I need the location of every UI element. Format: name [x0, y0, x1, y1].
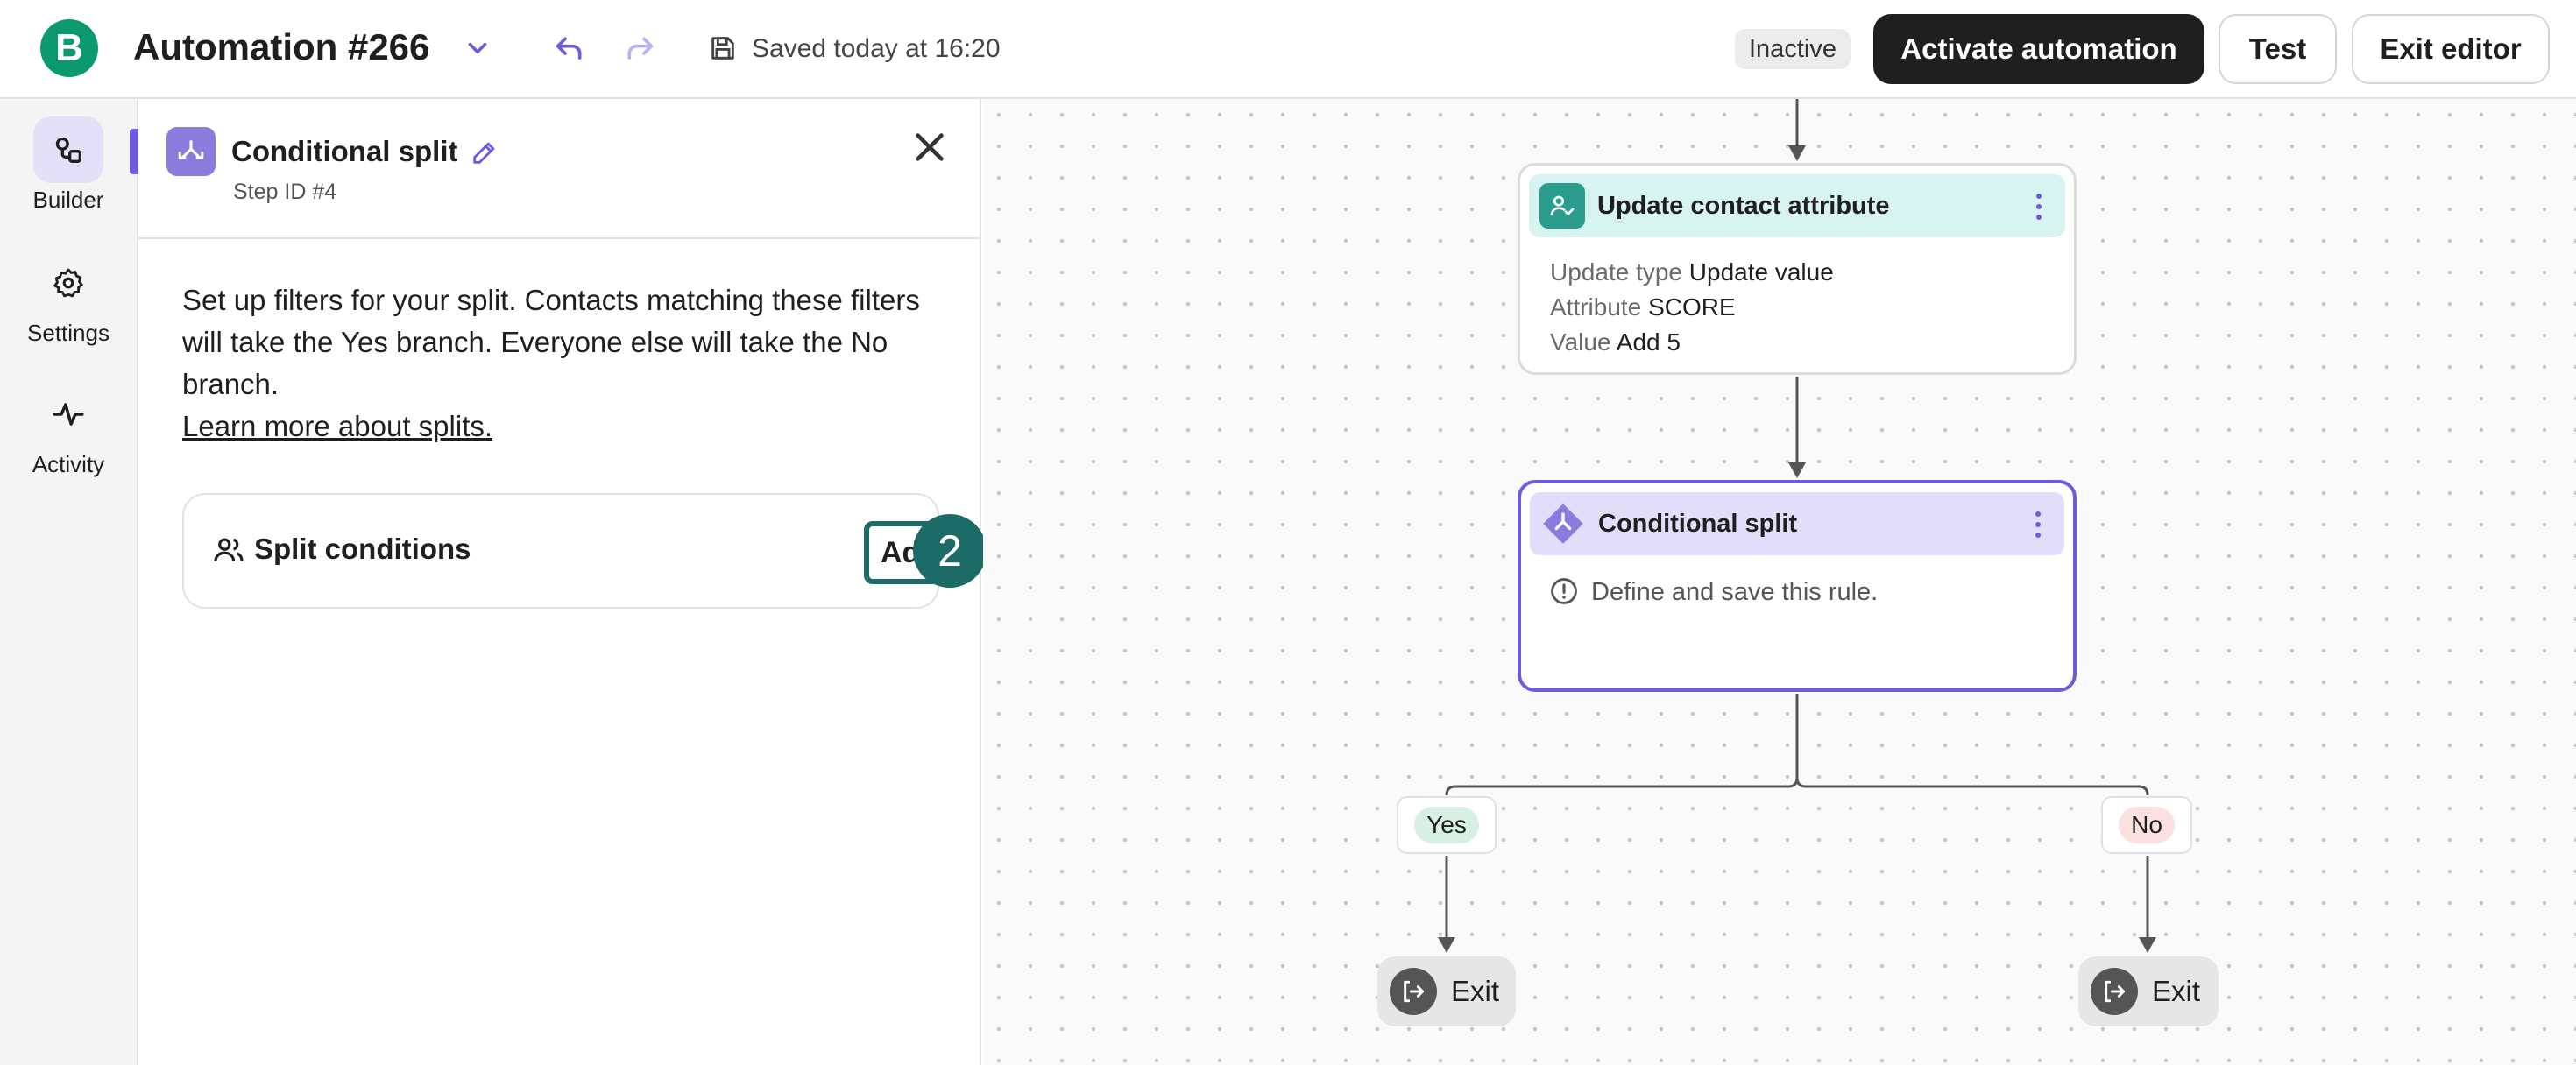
- panel-title: Conditional split: [231, 135, 458, 167]
- exit-icon: [2091, 968, 2138, 1015]
- builder-icon: [55, 137, 81, 163]
- attr-row: Value Add 5: [1550, 328, 1681, 356]
- more-vertical-icon[interactable]: [2033, 510, 2043, 540]
- sidebar-item-label: Activity: [32, 451, 105, 477]
- exit-icon: [1390, 968, 1437, 1015]
- attr-row: Attribute SCORE: [1550, 293, 1736, 321]
- automation-title[interactable]: Automation #266: [133, 26, 430, 67]
- brand-logo[interactable]: B: [40, 19, 98, 77]
- split-conditions-card: Split conditions Add: [182, 493, 955, 609]
- sidebar-item-builder[interactable]: Builder: [0, 116, 137, 214]
- activity-icon: [53, 403, 84, 426]
- test-button[interactable]: Test: [2219, 14, 2337, 84]
- branch-yes-label: Yes: [1414, 807, 1479, 843]
- sidebar: Builder Settings Activity: [0, 99, 138, 1065]
- exit-node-no[interactable]: Exit: [2078, 956, 2219, 1026]
- step-panel: Conditional split Step ID #4 Set up filt…: [138, 99, 981, 1065]
- split-warning: Define and save this rule.: [1591, 578, 1879, 606]
- node-title: Update contact attribute: [1597, 192, 1890, 220]
- exit-label: Exit: [1451, 975, 1500, 1007]
- node-header: Conditional split: [1530, 492, 2064, 555]
- sidebar-item-activity[interactable]: Activity: [0, 381, 137, 478]
- sidebar-item-settings[interactable]: Settings: [0, 250, 137, 347]
- step-id: Step ID #4: [233, 180, 337, 204]
- users-icon: [214, 538, 244, 561]
- top-bar: B Automation #266 Saved today at 16:20 I…: [0, 0, 2576, 99]
- more-vertical-icon[interactable]: [2034, 192, 2044, 222]
- exit-node-yes[interactable]: Exit: [1377, 956, 1516, 1026]
- exit-label: Exit: [2152, 975, 2201, 1007]
- branch-no-label: No: [2119, 807, 2175, 843]
- close-icon[interactable]: [909, 127, 950, 167]
- branch-no[interactable]: No: [2101, 796, 2192, 854]
- branch-yes[interactable]: Yes: [1397, 796, 1497, 854]
- update-contact-attribute-node[interactable]: Update contact attribute Update type Upd…: [1518, 163, 2077, 375]
- attr-row: Update type Update value: [1550, 258, 1834, 286]
- conditional-split-node[interactable]: Conditional split Define and save this r…: [1518, 480, 2077, 692]
- saved-status: Saved today at 16:20: [752, 34, 1001, 63]
- sidebar-item-label: Settings: [27, 320, 110, 346]
- split-conditions-label: Split conditions: [254, 532, 471, 565]
- exit-editor-button[interactable]: Exit editor: [2352, 14, 2550, 84]
- split-description: Set up filters for your split. Contacts …: [182, 284, 920, 400]
- split-step-icon: [166, 127, 216, 176]
- node-header: Update contact attribute: [1529, 174, 2065, 237]
- gear-icon: [53, 268, 83, 298]
- redo-icon[interactable]: [622, 32, 657, 67]
- status-badge: Inactive: [1735, 29, 1851, 69]
- node-title: Conditional split: [1598, 510, 1798, 538]
- undo-icon[interactable]: [552, 32, 587, 67]
- activate-automation-button[interactable]: Activate automation: [1873, 14, 2204, 84]
- chevron-down-icon[interactable]: [463, 33, 492, 63]
- sidebar-item-label: Builder: [32, 187, 104, 213]
- panel-header: Conditional split Step ID #4: [138, 99, 980, 239]
- user-check-icon: [1539, 183, 1585, 229]
- active-indicator: [130, 129, 138, 174]
- learn-more-link[interactable]: Learn more about splits.: [182, 410, 493, 442]
- split-diamond-icon: [1540, 501, 1586, 547]
- step-number-badge: 2: [913, 514, 987, 588]
- save-icon: [711, 37, 734, 60]
- pencil-icon[interactable]: [470, 138, 499, 167]
- alert-circle-icon: [1551, 578, 1577, 604]
